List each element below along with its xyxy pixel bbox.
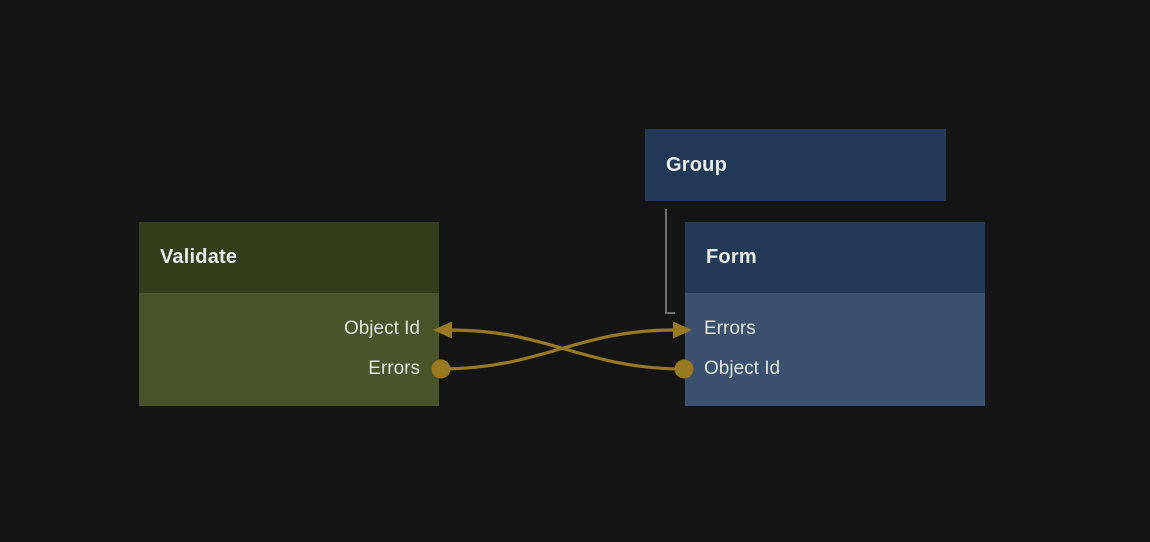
port-form-object-id[interactable]: Object Id — [704, 358, 781, 379]
wire-validate-errors-to-form-errors[interactable] — [440, 328, 675, 371]
port-form-errors[interactable]: Errors — [704, 318, 756, 339]
node-form-header[interactable]: Form — [685, 222, 985, 293]
wire-form-objectid-to-validate-objectid[interactable] — [450, 328, 685, 371]
node-validate-title: Validate — [160, 246, 238, 268]
node-form[interactable]: Form Errors Object Id — [685, 222, 985, 406]
group-form-hierarchy-connector — [665, 209, 675, 314]
node-validate[interactable]: Validate Object Id Errors — [139, 222, 439, 406]
node-validate-header[interactable]: Validate — [139, 222, 439, 293]
node-group-title: Group — [666, 153, 727, 176]
node-form-title: Form — [706, 246, 757, 268]
node-group-header[interactable]: Group — [645, 129, 946, 201]
port-validate-errors[interactable]: Errors — [368, 358, 420, 379]
node-group[interactable]: Group — [645, 129, 946, 201]
port-validate-object-id[interactable]: Object Id — [343, 318, 420, 339]
node-validate-body: Object Id Errors — [139, 293, 439, 406]
node-form-body: Errors Object Id — [685, 293, 985, 406]
